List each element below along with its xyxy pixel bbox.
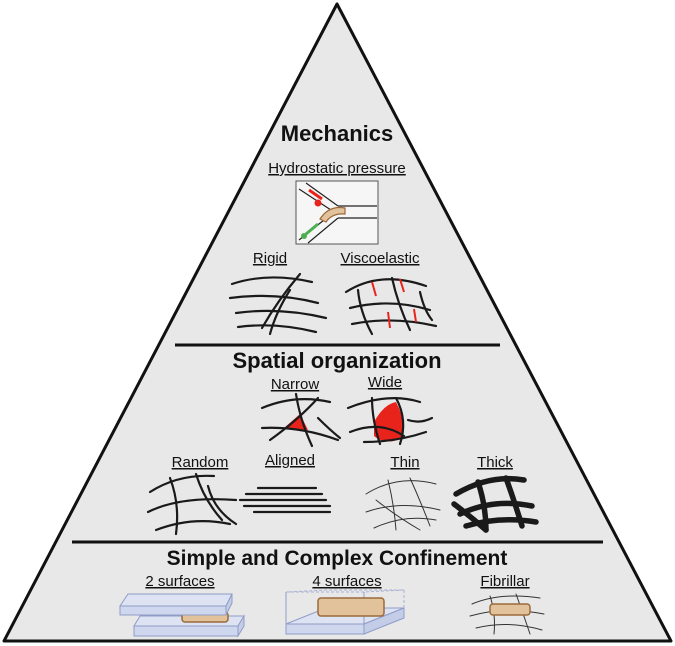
four-surfaces-illustration [285,589,405,635]
spatial-organization-title: Spatial organization [232,348,441,373]
thin-label: Thin [390,454,419,471]
aligned-label: Aligned [265,452,315,469]
fibrillar-label: Fibrillar [480,573,529,590]
fibrillar-illustration [469,593,545,635]
wide-pore-network [346,396,434,446]
hydrostatic-pressure-illustration [295,180,379,245]
thin-fiber-network [365,477,441,531]
mechanics-title: Mechanics [281,121,394,146]
hydrostatic-pressure-label: Hydrostatic pressure [268,160,406,177]
thick-label: Thick [477,454,513,471]
viscoelastic-fiber-network [344,276,438,336]
random-fiber-network [146,472,238,536]
rigid-fiber-network [228,272,328,336]
two-surfaces-illustration [119,593,245,638]
rigid-label: Rigid [253,250,287,267]
two-surfaces-label: 2 surfaces [145,573,214,590]
viscoelastic-label: Viscoelastic [341,250,420,267]
random-label: Random [172,454,229,471]
narrow-pore-network [260,392,342,448]
aligned-fiber-network [238,486,332,514]
confinement-title: Simple and Complex Confinement [167,547,508,570]
wide-label: Wide [368,374,402,391]
four-surfaces-label: 4 surfaces [312,573,381,590]
thick-fiber-network [451,475,539,533]
narrow-label: Narrow [271,376,320,393]
